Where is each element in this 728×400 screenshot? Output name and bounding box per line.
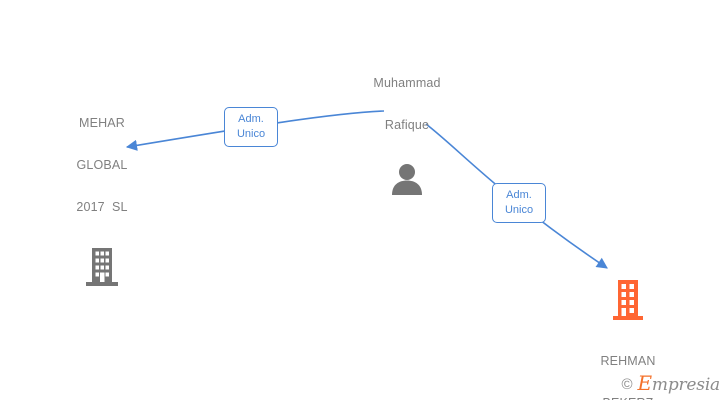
edge-line-person-to-rehman <box>425 123 608 269</box>
node-mehar-label-line-1: MEHAR <box>79 116 125 130</box>
brand-wordmark: Empresia <box>638 373 721 395</box>
person-icon-wrapper <box>345 163 469 195</box>
edge-label-person-to-mehar[interactable]: Adm. Unico <box>224 107 278 147</box>
edge-label-1-line-2: Unico <box>236 128 266 140</box>
node-rehman-label: REHMAN BEKERZ 2017 SL <box>568 326 688 400</box>
brand-initial: E <box>637 371 653 395</box>
building-icon[interactable] <box>86 248 118 286</box>
node-rehman-label-line-2: BEKERZ <box>568 396 688 400</box>
node-rehman-label-line-1: REHMAN <box>600 354 656 368</box>
copyright-icon: © <box>621 376 633 393</box>
node-person-label-line-2: Rafique <box>384 118 430 132</box>
node-person-label-line-1: Muhammad <box>373 76 441 90</box>
node-mehar-label: MEHAR GLOBAL 2017 SL <box>42 88 162 242</box>
watermark-empresia: © Empresia <box>621 373 721 395</box>
node-person-label: Muhammad Rafique <box>345 48 469 160</box>
building-icon[interactable] <box>613 280 643 320</box>
edge-label-person-to-rehman[interactable]: Adm. Unico <box>492 183 546 223</box>
mehar-icon-wrapper <box>42 248 162 286</box>
person-icon[interactable] <box>390 163 424 195</box>
node-company-rehman-bekerz[interactable]: REHMAN BEKERZ 2017 SL <box>568 280 688 400</box>
edge-label-2-line-1: Adm. <box>506 189 532 201</box>
edge-label-2-line-2: Unico <box>504 204 534 216</box>
node-company-mehar-global[interactable]: MEHAR GLOBAL 2017 SL <box>42 88 162 286</box>
node-person-muhammad-rafique[interactable]: Muhammad Rafique <box>345 48 469 195</box>
edge-label-1-line-1: Adm. <box>238 113 264 125</box>
node-mehar-label-line-3: 2017 SL <box>76 200 128 214</box>
brand-rest: mpresia <box>651 375 720 395</box>
rehman-icon-wrapper <box>568 280 688 320</box>
node-mehar-label-line-2: GLOBAL <box>76 158 128 172</box>
